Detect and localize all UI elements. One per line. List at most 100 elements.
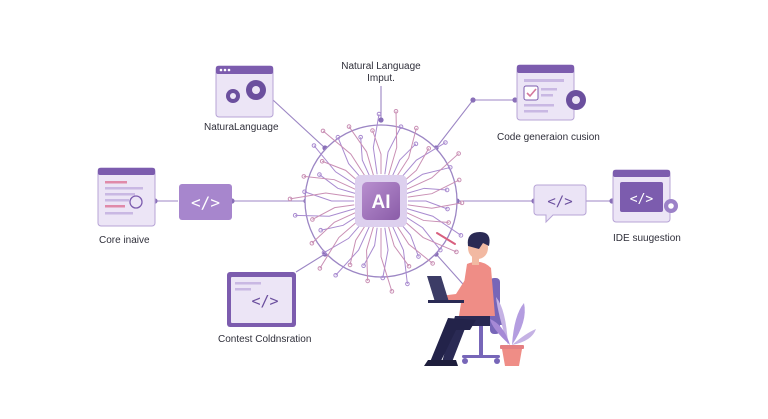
copyright-icon: [129, 195, 143, 209]
natural-language-label: NaturaLanguage: [204, 122, 279, 133]
circuit-node: [458, 233, 464, 238]
circuit-traces: [287, 108, 465, 294]
plant-illustration: [490, 297, 536, 366]
circuit-trace: [405, 153, 459, 191]
circuit-trace: [398, 142, 446, 181]
circuit-trace: [322, 130, 367, 179]
circuit-node: [361, 263, 366, 268]
circuit-trace: [319, 218, 361, 269]
circuit-trace: [407, 202, 463, 209]
circuit-node: [456, 151, 461, 156]
circuit-node: [445, 206, 450, 212]
circuit-trace: [406, 208, 462, 236]
circuit-node: [292, 213, 298, 218]
input-label: Natural Language Imput.: [341, 61, 421, 85]
core-insight-label: Core inaive: [99, 235, 150, 246]
circuit-node: [302, 189, 307, 195]
circuit-trace: [312, 204, 355, 220]
circuit-trace: [401, 218, 457, 253]
check-icon: [526, 88, 537, 98]
input-label-line2: Imput.: [367, 73, 395, 84]
code-icon: </>: [251, 292, 278, 310]
circuit-node: [456, 177, 462, 183]
circuit-node: [406, 263, 412, 269]
circuit-node: [393, 108, 399, 114]
hair: [467, 232, 490, 249]
ai-core: AI: [287, 108, 465, 294]
code-icon: </>: [547, 194, 572, 210]
circuit-trace: [366, 226, 374, 281]
input-label-line1: Natural Language: [341, 61, 421, 72]
circuit-node: [333, 272, 338, 278]
circuit-node: [318, 227, 324, 233]
circuit-node: [414, 125, 419, 131]
circuit-node: [454, 249, 459, 255]
circuit-node: [416, 254, 421, 259]
circuit-node: [347, 262, 353, 268]
natural-language-window: [215, 65, 274, 118]
circuit-node: [346, 124, 352, 129]
core-insight-document: [97, 167, 156, 227]
ide-suggestion-label: IDE suugestion: [613, 233, 681, 244]
circuit-node: [438, 247, 443, 253]
circuit-trace: [405, 211, 449, 224]
connector-natural-language: [272, 99, 326, 149]
circuit-trace: [372, 130, 382, 174]
circuit-node: [319, 158, 325, 164]
circuit-trace: [313, 145, 359, 187]
circuit-node: [317, 266, 323, 271]
circuit-trace: [391, 225, 408, 284]
circuit-node: [301, 174, 307, 179]
circuit-trace: [349, 223, 367, 266]
context-consideration-label: Contest Coldnsration: [218, 334, 312, 345]
code-generation-document: [516, 64, 586, 121]
circuit-node: [389, 289, 395, 294]
circuit-node: [287, 196, 293, 202]
circuit-node: [430, 261, 435, 266]
chip-icon: [362, 182, 400, 220]
circuit-trace: [395, 127, 417, 179]
circuit-trace: [289, 192, 355, 200]
circuit-node: [309, 240, 315, 246]
circuit-trace: [407, 179, 460, 198]
circuit-node: [443, 140, 448, 145]
arm: [440, 272, 478, 302]
ide-window: </>: [612, 169, 678, 223]
circuit-trace: [380, 228, 393, 292]
circuit-node: [365, 278, 370, 284]
circuit-node: [321, 250, 327, 256]
circuit-trace: [303, 175, 357, 191]
circuit-node: [370, 128, 375, 133]
circuit-node: [405, 281, 410, 287]
pen-icon: [436, 232, 456, 245]
circuit-node: [320, 128, 326, 134]
code-bubble-right: </>: [533, 184, 587, 224]
context-monitor: </>: [227, 272, 296, 327]
circuit-trace: [372, 113, 380, 175]
circuit-trace: [295, 208, 356, 217]
gear-icon: [566, 90, 586, 110]
circuit-node: [317, 172, 322, 177]
circuit-node: [413, 141, 419, 147]
gear-icon: [226, 80, 266, 103]
circuit-node: [398, 124, 404, 129]
ai-label: AI: [372, 192, 391, 213]
gear-icon: [664, 199, 678, 213]
circuit-node: [426, 146, 432, 151]
circuit-trace: [335, 225, 371, 276]
circuit-node: [380, 275, 386, 281]
plant-pot: [502, 349, 522, 366]
circuit-node: [447, 165, 453, 170]
circuit-trace: [311, 211, 357, 244]
circuit-trace: [388, 111, 398, 176]
circuit-trace: [388, 226, 410, 267]
circuit-node: [376, 111, 382, 117]
code-tag-left: </>: [179, 184, 232, 220]
person-illustration: [424, 232, 504, 366]
circuit-node: [446, 220, 451, 225]
circuit-node: [459, 200, 465, 206]
circuit-node: [310, 217, 315, 222]
code-icon: </>: [191, 193, 220, 212]
circuit-node: [358, 134, 363, 140]
